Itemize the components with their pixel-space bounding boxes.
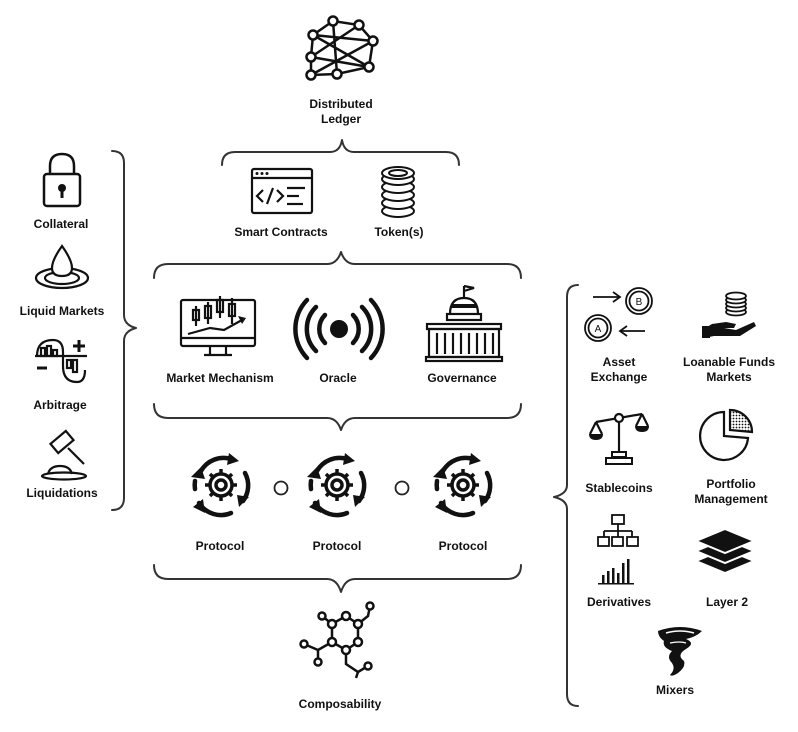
molecule-icon — [299, 601, 375, 679]
balance-scale-icon — [589, 412, 649, 465]
portfolio-line2: Management — [694, 492, 768, 506]
loanable-funds-label: Loanable Funds Markets — [683, 355, 775, 385]
rotating-gear-icon — [433, 453, 493, 518]
portfolio-management-label: Portfolio Management — [694, 477, 767, 507]
network-icon — [305, 15, 379, 81]
pie-chart-icon — [699, 408, 754, 462]
coin-a-letter: A — [595, 324, 602, 335]
water-drop-icon — [34, 244, 90, 290]
bracket-protocols — [153, 564, 522, 593]
distributed-ledger-label: Distributed Ledger — [309, 97, 372, 127]
tornado-icon — [658, 627, 702, 676]
code-window-icon — [250, 167, 314, 215]
padlock-icon — [42, 152, 82, 208]
coin-stack-icon — [381, 166, 415, 218]
capitol-building-icon — [424, 284, 504, 363]
market-mechanism-label: Market Mechanism — [166, 371, 274, 385]
arbitrage-label: Arbitrage — [33, 398, 87, 412]
bracket-core — [153, 403, 522, 431]
asset-exchange-icon: B A — [584, 287, 653, 342]
asset-exchange-line2: Exchange — [590, 370, 648, 384]
candlestick-monitor-icon — [179, 296, 257, 357]
composability-label: Composability — [298, 697, 382, 711]
derivatives-tree-icon — [597, 514, 639, 585]
smart-contracts-label: Smart Contracts — [234, 225, 328, 239]
mixers-label: Mixers — [655, 683, 695, 697]
bracket-foundation — [153, 251, 522, 279]
asset-exchange-line1: Asset — [602, 355, 636, 369]
rotating-gear-icon — [307, 453, 367, 518]
collateral-label: Collateral — [33, 217, 89, 231]
protocol-label-1: Protocol — [195, 539, 245, 553]
liquid-markets-label: Liquid Markets — [19, 304, 105, 318]
arbitrage-chart-icon — [35, 338, 87, 384]
bracket-top — [221, 139, 460, 166]
gavel-icon — [40, 429, 88, 481]
connector-dot-icon — [273, 480, 289, 496]
oracle-label: Oracle — [319, 371, 357, 385]
asset-exchange-label: Asset Exchange — [591, 355, 648, 385]
portfolio-line1: Portfolio — [706, 477, 756, 491]
governance-label: Governance — [427, 371, 497, 385]
ledger-label-line1: Distributed — [309, 97, 373, 111]
layers-icon — [693, 527, 757, 575]
tokens-label: Token(s) — [374, 225, 424, 239]
stablecoins-label: Stablecoins — [585, 481, 653, 495]
ledger-label-line2: Ledger — [320, 112, 361, 126]
layer2-label: Layer 2 — [705, 595, 749, 609]
connector-dot-icon — [394, 480, 410, 496]
hand-coins-icon — [702, 291, 756, 338]
loanable-line1: Loanable Funds — [682, 355, 776, 369]
coin-b-letter: B — [636, 297, 643, 308]
bracket-left — [111, 150, 137, 511]
derivatives-label: Derivatives — [586, 595, 652, 609]
broadcast-icon — [293, 297, 385, 361]
protocol-label-3: Protocol — [438, 539, 488, 553]
bracket-right — [553, 284, 579, 707]
liquidations-label: Liquidations — [26, 486, 98, 500]
rotating-gear-icon — [191, 453, 251, 518]
loanable-line2: Markets — [706, 370, 752, 384]
protocol-label-2: Protocol — [312, 539, 362, 553]
